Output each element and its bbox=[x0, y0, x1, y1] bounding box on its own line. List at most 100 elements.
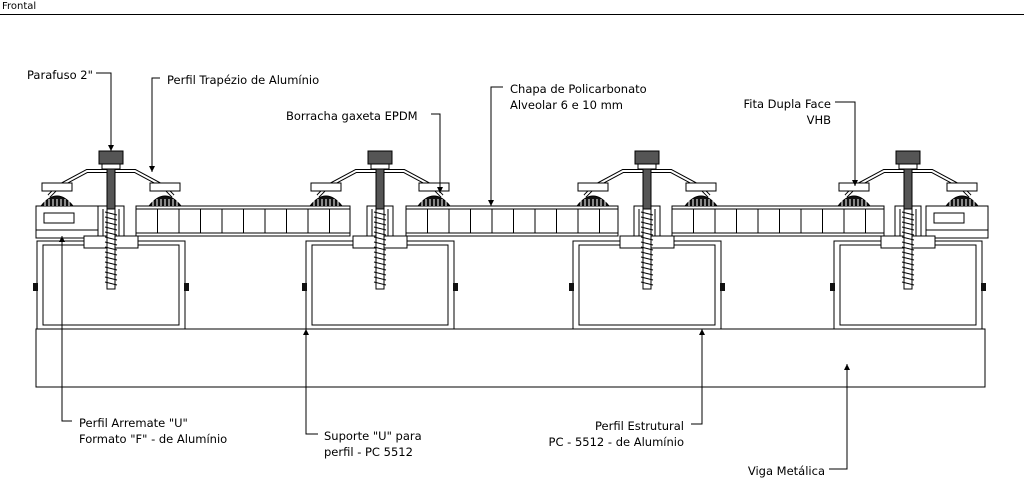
suporte-tab-right bbox=[981, 283, 986, 291]
gaxeta-clip bbox=[946, 182, 978, 192]
leader-line-7 bbox=[305, 329, 318, 435]
parafuso-fio bbox=[901, 271, 915, 276]
panel-outline bbox=[671, 205, 885, 237]
parafuso-arruela bbox=[898, 163, 918, 170]
label-chapa-line1: Chapa de Policarbonato bbox=[510, 82, 647, 96]
arrow-up-2 bbox=[303, 329, 309, 335]
gaxeta-right bbox=[416, 182, 452, 207]
joint-1 bbox=[33, 150, 189, 330]
gaxeta-clip bbox=[838, 182, 870, 192]
gaxeta-right bbox=[944, 182, 980, 207]
arrow-down-5 bbox=[852, 180, 858, 186]
label-parafuso: Parafuso 2" bbox=[27, 68, 93, 82]
panel-outline bbox=[405, 205, 619, 237]
suporte-tab-left bbox=[830, 283, 835, 291]
label-chapa-line2: Alveolar 6 e 10 mm bbox=[510, 98, 623, 112]
label-arremate-line1: Perfil Arremate "U" bbox=[79, 416, 188, 430]
parafuso-fio bbox=[640, 266, 654, 271]
policarbonato-panel-3 bbox=[671, 205, 885, 237]
parafuso-fio bbox=[901, 246, 915, 251]
gaxeta-left bbox=[836, 182, 872, 207]
leader-line-6 bbox=[61, 236, 72, 422]
arrow-up-4 bbox=[844, 364, 850, 370]
parafuso-fio bbox=[104, 251, 118, 256]
gaxeta-clip bbox=[685, 182, 717, 192]
suporte-tab-right bbox=[720, 283, 725, 291]
parafuso-fio bbox=[640, 276, 654, 281]
gaxeta-clip bbox=[418, 182, 450, 192]
parafuso-fio bbox=[640, 261, 654, 266]
parafuso-fio bbox=[104, 271, 118, 276]
parafuso-fio bbox=[640, 246, 654, 251]
parafuso-haste bbox=[903, 168, 913, 210]
parafuso-fio bbox=[104, 256, 118, 261]
parafuso-fio bbox=[901, 216, 915, 221]
leader-line-5 bbox=[835, 101, 856, 186]
parafuso-fio bbox=[901, 276, 915, 281]
parafuso-fio bbox=[104, 276, 118, 281]
arremate-left bbox=[35, 205, 99, 239]
parafuso-fio bbox=[373, 261, 387, 266]
parafuso-fio bbox=[373, 226, 387, 231]
arrow-down-3 bbox=[488, 200, 494, 206]
parafuso-fio bbox=[104, 261, 118, 266]
parafuso-cabeca bbox=[895, 150, 921, 165]
parafuso-fio bbox=[640, 241, 654, 246]
label-suporte-line2: perfil - PC 5512 bbox=[324, 445, 413, 459]
gaxeta-left bbox=[575, 182, 611, 207]
parafuso-fio bbox=[901, 211, 915, 216]
label-viga: Viga Metálica bbox=[748, 464, 825, 478]
gaxeta-right bbox=[683, 182, 719, 207]
arrow-down-1 bbox=[108, 145, 114, 151]
label-perfil-trapezio: Perfil Trapézio de Alumínio bbox=[167, 73, 319, 87]
parafuso-fio bbox=[901, 261, 915, 266]
parafuso-fio bbox=[104, 211, 118, 216]
label-estrutural-line1: Perfil Estrutural bbox=[595, 419, 684, 433]
suporte-tab-left bbox=[569, 283, 574, 291]
parafuso-fio bbox=[373, 211, 387, 216]
label-fita-line1: Fita Dupla Face bbox=[743, 97, 831, 111]
gaxeta-clip bbox=[149, 182, 181, 192]
leader-line-9 bbox=[829, 364, 848, 470]
parafuso-fio bbox=[373, 281, 387, 286]
parafuso-arruela bbox=[101, 163, 121, 170]
label-fita-line2: VHB bbox=[807, 113, 832, 127]
parafuso-fio bbox=[640, 251, 654, 256]
joint-2 bbox=[302, 150, 458, 330]
parafuso-fio bbox=[901, 221, 915, 226]
parafuso-fio bbox=[901, 281, 915, 286]
leader-line-2 bbox=[151, 77, 160, 172]
leader-line-3 bbox=[490, 86, 503, 206]
parafuso-cabeca bbox=[634, 150, 660, 165]
arremate-slot bbox=[43, 212, 75, 224]
parafuso-arruela bbox=[370, 163, 390, 170]
leader-line-8 bbox=[691, 329, 703, 425]
parafuso-fio bbox=[373, 266, 387, 271]
parafuso-fio bbox=[640, 256, 654, 261]
arrow-up-1 bbox=[59, 236, 65, 242]
parafuso-fio bbox=[373, 216, 387, 221]
gaxeta-clip bbox=[577, 182, 609, 192]
parafuso-fio bbox=[104, 221, 118, 226]
parafuso-fio bbox=[104, 246, 118, 251]
parafuso-fio bbox=[901, 256, 915, 261]
parafuso-haste bbox=[375, 168, 385, 210]
gaxeta-right bbox=[147, 182, 183, 207]
label-suporte-line1: Suporte "U" para bbox=[324, 429, 422, 443]
parafuso-fio bbox=[640, 226, 654, 231]
gaxeta-clip bbox=[310, 182, 342, 192]
label-arremate-line2: Formato "F" - de Alumínio bbox=[79, 432, 227, 446]
leader-line-1 bbox=[96, 72, 112, 151]
arrow-up-3 bbox=[699, 329, 705, 335]
leader-line-4 bbox=[431, 113, 441, 193]
parafuso-fio bbox=[373, 231, 387, 236]
parafuso-haste bbox=[642, 168, 652, 210]
parafuso-fio bbox=[640, 236, 654, 241]
parafuso-fio bbox=[373, 251, 387, 256]
parafuso-cabeca bbox=[98, 150, 124, 165]
label-borracha: Borracha gaxeta EPDM bbox=[286, 109, 418, 123]
gaxeta-left bbox=[39, 182, 75, 207]
policarbonato-panel-2 bbox=[405, 205, 619, 237]
parafuso-fio bbox=[901, 231, 915, 236]
